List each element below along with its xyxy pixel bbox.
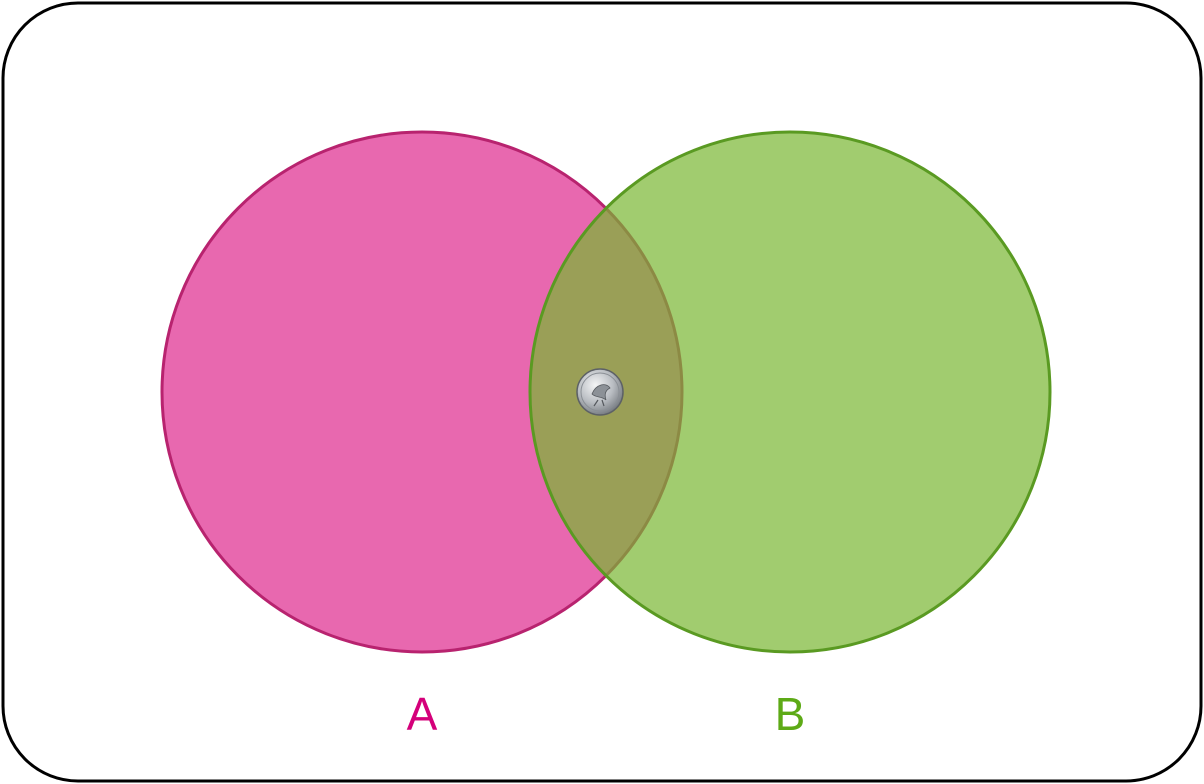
set-b-label: B (775, 688, 806, 740)
set-a-label: A (407, 688, 438, 740)
coin-icon (576, 368, 624, 416)
set-b-circle (528, 130, 1052, 654)
